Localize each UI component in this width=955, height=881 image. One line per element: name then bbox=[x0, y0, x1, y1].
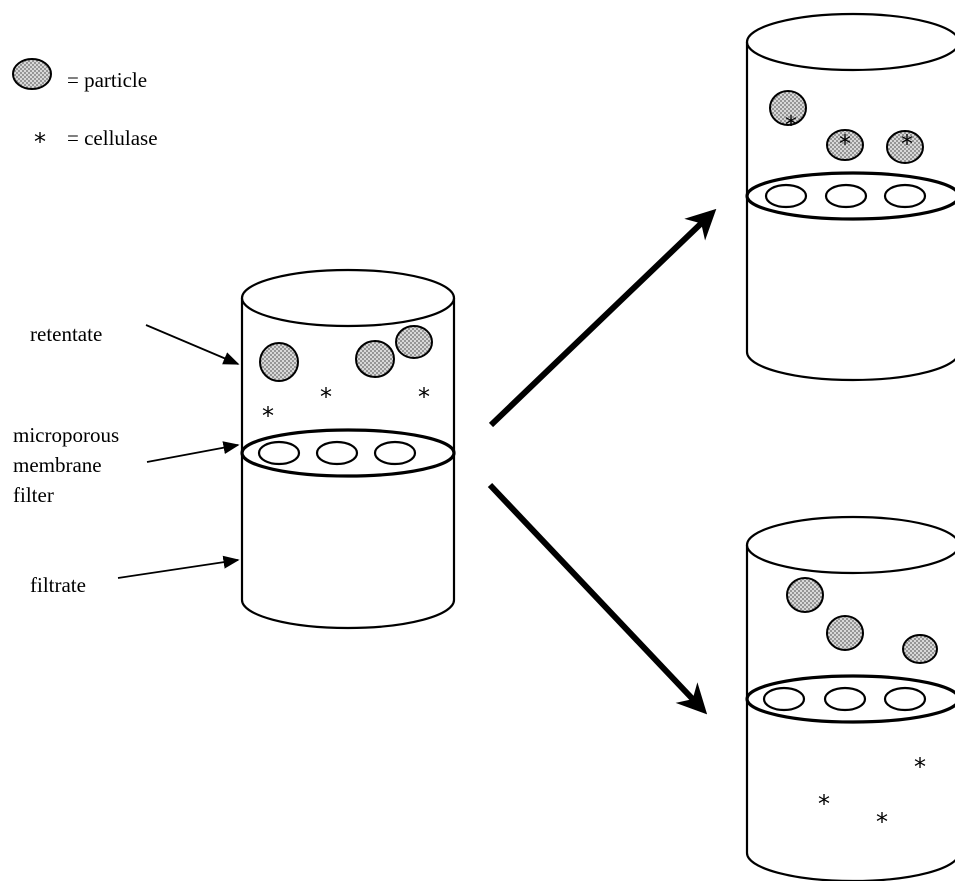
cellulase-mark: * bbox=[320, 383, 332, 411]
particle bbox=[826, 129, 864, 161]
particle-legend-icon bbox=[12, 58, 52, 90]
particle bbox=[826, 615, 864, 651]
cylinder-body bbox=[745, 42, 955, 382]
membrane-pore bbox=[257, 440, 301, 466]
bound-cellulase-mark: * bbox=[901, 130, 913, 158]
filtrate-label: filtrate bbox=[30, 573, 86, 597]
cellulase-mark: * bbox=[876, 808, 888, 836]
cellulase-mark: * bbox=[914, 753, 926, 781]
cellulase-mark: * bbox=[818, 790, 830, 818]
particle bbox=[886, 130, 924, 164]
bound-cellulase-mark: * bbox=[839, 130, 851, 158]
top-right-cylinder: * * * bbox=[745, 12, 955, 382]
particle bbox=[786, 577, 824, 613]
retentate-pointer bbox=[145, 324, 240, 365]
particle bbox=[769, 90, 807, 126]
particle bbox=[259, 342, 299, 382]
particle bbox=[902, 634, 938, 664]
cellulase-legend-label: = cellulase bbox=[67, 126, 158, 150]
retentate-label: retentate bbox=[30, 322, 102, 346]
legend: = particle * = cellulase bbox=[12, 58, 158, 156]
membrane-pore bbox=[762, 686, 806, 712]
membrane-pore bbox=[764, 183, 808, 209]
membrane-pore bbox=[883, 183, 927, 209]
membrane-label-line3: filter bbox=[13, 483, 54, 507]
particle bbox=[395, 325, 433, 359]
membrane-pointer bbox=[146, 441, 240, 463]
cellulase-mark: * bbox=[262, 402, 274, 430]
particle bbox=[355, 340, 395, 378]
center-cylinder: * * * bbox=[240, 268, 456, 630]
membrane-pore bbox=[373, 440, 417, 466]
arrow-to-top-outcome bbox=[488, 208, 717, 428]
membrane-pore bbox=[315, 440, 359, 466]
cylinder-top bbox=[745, 515, 955, 575]
membrane-pore bbox=[824, 183, 868, 209]
particle-legend-label: = particle bbox=[67, 68, 147, 92]
membrane-label-line1: microporous bbox=[13, 423, 119, 447]
filtrate-pointer bbox=[117, 555, 240, 579]
arrow-to-bottom-outcome bbox=[487, 482, 708, 715]
membrane-label-line2: membrane bbox=[13, 453, 102, 477]
cellulase-legend-icon: * bbox=[34, 128, 46, 156]
membrane-pore bbox=[823, 686, 867, 712]
cylinder-top bbox=[745, 12, 955, 72]
membrane-pore bbox=[883, 686, 927, 712]
bottom-right-cylinder: * * * bbox=[745, 515, 955, 881]
cylinder-body bbox=[240, 298, 456, 630]
cellulase-mark: * bbox=[418, 383, 430, 411]
component-labels: retentate microporous membrane filter fi… bbox=[13, 322, 240, 597]
cylinder-top bbox=[240, 268, 456, 328]
bound-cellulase-mark: * bbox=[785, 111, 797, 139]
